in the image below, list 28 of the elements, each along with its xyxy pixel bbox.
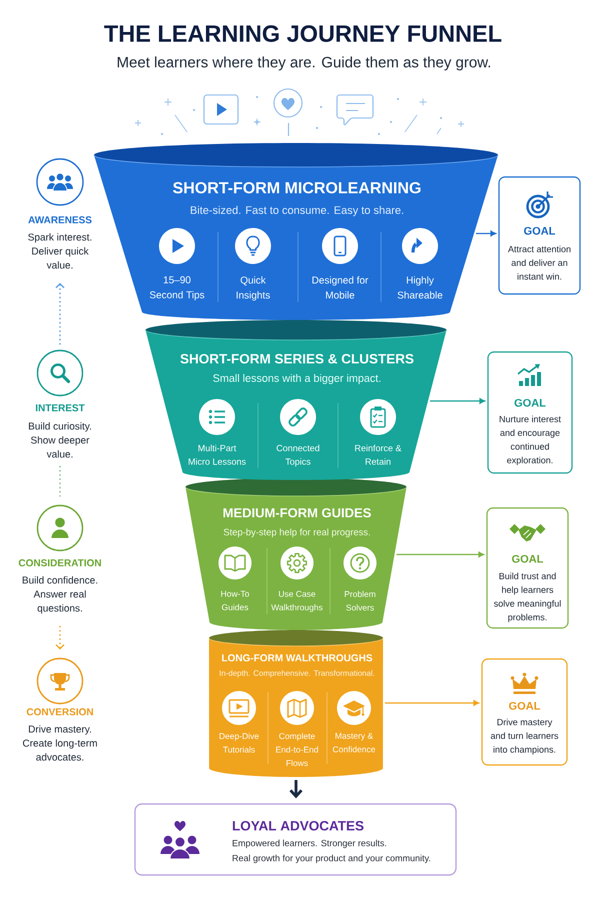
card-text: Build trust and help learners solve meaningful problems.	[494, 572, 561, 622]
title: THE LEARNING JOURNEY FUNNEL	[104, 25, 502, 42]
subtitle: Meet learners where they are. Guide them as they grow.	[118, 56, 490, 70]
card-heading: GOAL	[524, 226, 556, 235]
card-text: Attract attention and deliver an instant win.	[508, 246, 570, 280]
card-text: Empowered learners. Stronger results.	[232, 840, 386, 848]
arrow	[289, 780, 303, 798]
card-heading: LOYAL ADVOCATES	[232, 821, 364, 831]
arrow	[396, 552, 484, 558]
stage-text: Spark interest. Deliver quick value.	[28, 233, 92, 269]
card-text: Real growth for your product and your community.	[232, 854, 430, 864]
card-heading: GOAL	[512, 554, 544, 563]
stage-text: Build curiosity. Show deeper value.	[28, 422, 91, 458]
stage-text: Drive mastery. Create long-term advocates.	[23, 725, 97, 761]
stage-text: Build confidence. Answer real questions.	[22, 576, 98, 614]
card-heading: GOAL	[514, 398, 546, 407]
dotted-line	[59, 466, 61, 497]
arrow	[430, 398, 486, 404]
stage-heading: CONVERSION	[26, 708, 93, 716]
stage-heading: CONSIDERATION	[18, 559, 101, 566]
dotted-arrow	[56, 626, 64, 650]
card-heading: GOAL	[509, 702, 540, 710]
arrow	[384, 700, 480, 706]
dotted-arrow	[56, 282, 64, 345]
stage-heading: INTEREST	[36, 404, 85, 412]
stage-heading: AWARENESS	[28, 216, 92, 224]
card-text: Nurture interest and encourage continued exploration.	[500, 416, 561, 466]
card-text: Drive mastery and turn learners into champions.	[490, 718, 558, 754]
